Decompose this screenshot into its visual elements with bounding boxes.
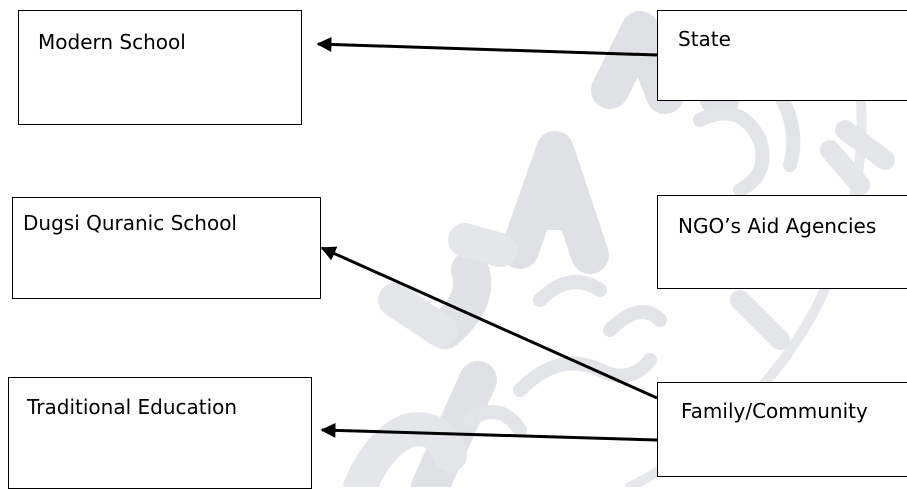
arrow-family-to-traditional	[320, 422, 658, 442]
state-label: State	[678, 27, 731, 51]
state-box: State	[657, 10, 907, 101]
family-community-box: Family/Community	[657, 382, 907, 477]
dugsi-quranic-school-label: Dugsi Quranic School	[23, 211, 237, 235]
ngo-aid-agencies-label: NGO’s Aid Agencies	[678, 214, 877, 238]
modern-school-box: Modern School	[18, 10, 302, 125]
arrow-family-to-dugsi	[320, 246, 658, 400]
modern-school-label: Modern School	[38, 30, 186, 54]
traditional-education-box: Traditional Education	[8, 377, 312, 489]
family-community-label: Family/Community	[681, 399, 868, 423]
traditional-education-label: Traditional Education	[27, 395, 238, 419]
arrow-state-to-modern-school	[316, 36, 658, 57]
dugsi-quranic-school-box: Dugsi Quranic School	[12, 197, 321, 299]
ngo-aid-agencies-box: NGO’s Aid Agencies	[657, 195, 907, 289]
